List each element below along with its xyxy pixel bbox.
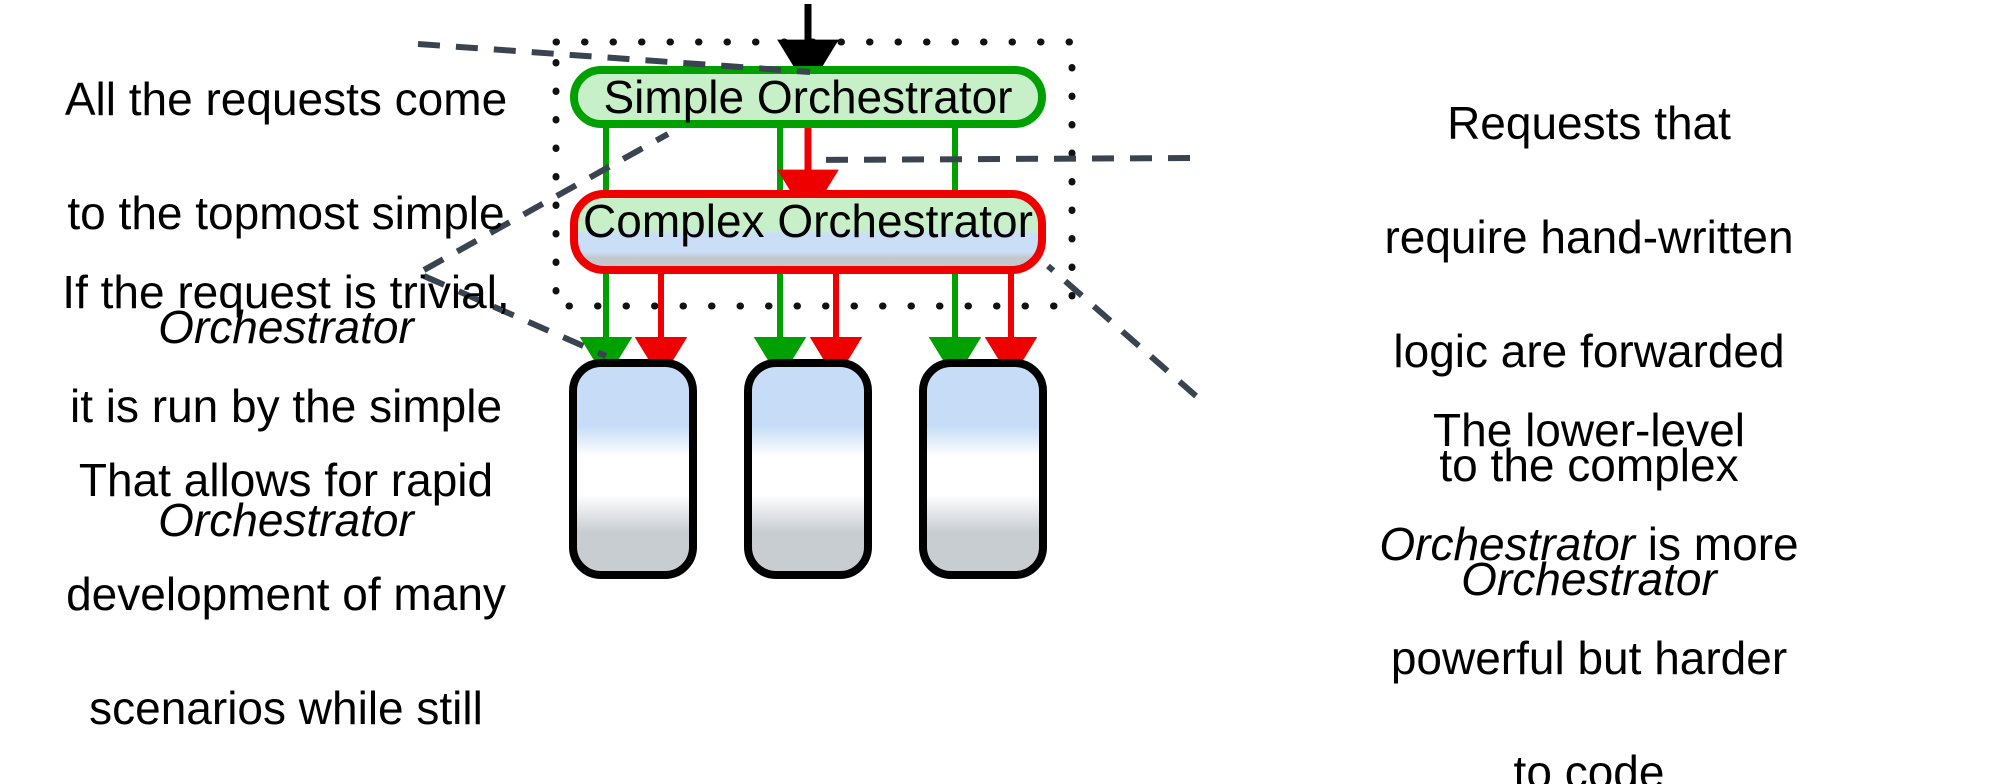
annotation-bottom-right-line-3: powerful but harder: [1390, 632, 1788, 684]
node-complex-orchestrator[interactable]: [570, 190, 1046, 274]
annotation-top-right-line-2: require hand-written: [1384, 211, 1794, 263]
annotation-mid-left: If the request is trivial, it is run by …: [6, 207, 566, 549]
annotation-mid-left-line-1: If the request is trivial,: [62, 266, 510, 318]
annotation-bottom-right-line-1: The lower-level: [1433, 404, 1745, 456]
annotation-bottom-left: That allows for rapid development of man…: [6, 395, 566, 784]
node-worker-1[interactable]: [569, 359, 697, 579]
annotation-top-right: Requests that require hand-written logic…: [1180, 38, 1998, 608]
leader-line-bottom-right: [1046, 263, 1198, 399]
annotation-top-right-line-1: Requests that: [1447, 97, 1731, 149]
annotation-top-right-line-3: logic are forwarded: [1393, 325, 1785, 377]
leader-line-top-right: [811, 155, 1191, 163]
annotation-bottom-right-emphasis: Orchestrator: [1379, 518, 1636, 570]
annotation-top-right-line-4: to the complex: [1439, 439, 1739, 491]
annotation-bottom-right: The lower-level Orchestrator is more pow…: [1180, 345, 1998, 784]
annotation-bottom-left-line-1: That allows for rapid: [78, 454, 494, 506]
annotation-top-left: All the requests come to the topmost sim…: [6, 14, 566, 356]
annotation-top-left-line-2: to the topmost simple: [67, 187, 505, 239]
annotation-top-right-emphasis: Orchestrator: [1461, 553, 1717, 605]
node-simple-orchestrator[interactable]: [570, 66, 1046, 128]
annotation-mid-left-emphasis: Orchestrator: [158, 494, 414, 546]
annotation-bottom-right-line-4: to code: [1513, 746, 1665, 784]
annotation-bottom-left-line-2: development of many: [66, 568, 506, 620]
node-worker-3[interactable]: [919, 359, 1047, 579]
leader-line-bottom-left: [422, 273, 608, 359]
annotation-bottom-left-line-3: scenarios while still: [89, 682, 483, 734]
leader-line-top-left: [417, 41, 811, 75]
annotation-top-left-line-1: All the requests come: [64, 73, 508, 125]
annotation-bottom-right-line-2-tail: is more: [1635, 518, 1799, 570]
node-worker-2[interactable]: [744, 359, 872, 579]
annotation-mid-left-line-2: it is run by the simple: [69, 380, 503, 432]
annotation-top-left-emphasis: Orchestrator: [158, 301, 414, 353]
leader-line-mid-left: [422, 131, 670, 273]
